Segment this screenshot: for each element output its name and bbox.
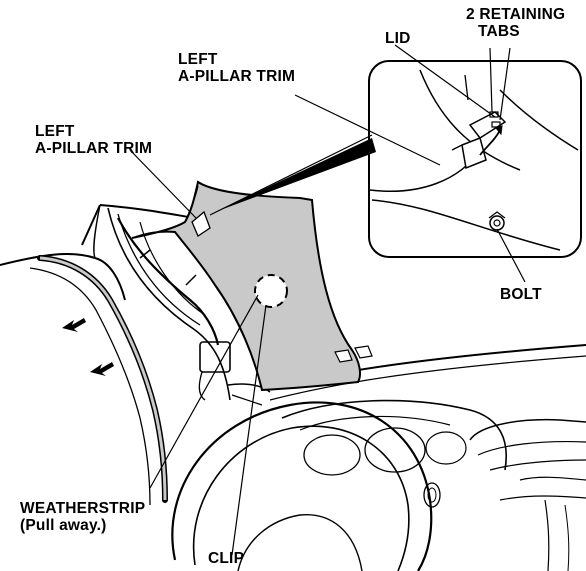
steering-wheel bbox=[171, 401, 433, 571]
lid-label: LID bbox=[385, 30, 411, 47]
pull-arrow-icon bbox=[62, 318, 114, 376]
weatherstrip bbox=[29, 255, 168, 506]
door-and-pillar-body bbox=[0, 204, 231, 401]
clip-location-marker bbox=[254, 274, 288, 308]
main-trim-label-line2: A-PILLAR TRIM bbox=[35, 140, 153, 157]
detail-callout-pointer bbox=[215, 138, 376, 212]
weatherstrip-label-line1: WEATHERSTRIP bbox=[20, 500, 146, 517]
inset-trim-label-line2: A-PILLAR TRIM bbox=[178, 68, 296, 85]
retaining-tabs-label-line2: TABS bbox=[478, 23, 520, 40]
retaining-tabs-label-line1: 2 RETAINING bbox=[466, 6, 566, 23]
bolt-label: BOLT bbox=[500, 286, 542, 303]
a-pillar-trim bbox=[131, 180, 373, 392]
weatherstrip-label-line2: (Pull away.) bbox=[20, 517, 107, 534]
inset-trim-label-line1: LEFT bbox=[178, 51, 218, 68]
clip-label: CLIP bbox=[208, 550, 245, 567]
dashboard bbox=[227, 344, 586, 571]
main-trim-label-line1: LEFT bbox=[35, 123, 75, 140]
detail-inset-content bbox=[369, 69, 579, 251]
